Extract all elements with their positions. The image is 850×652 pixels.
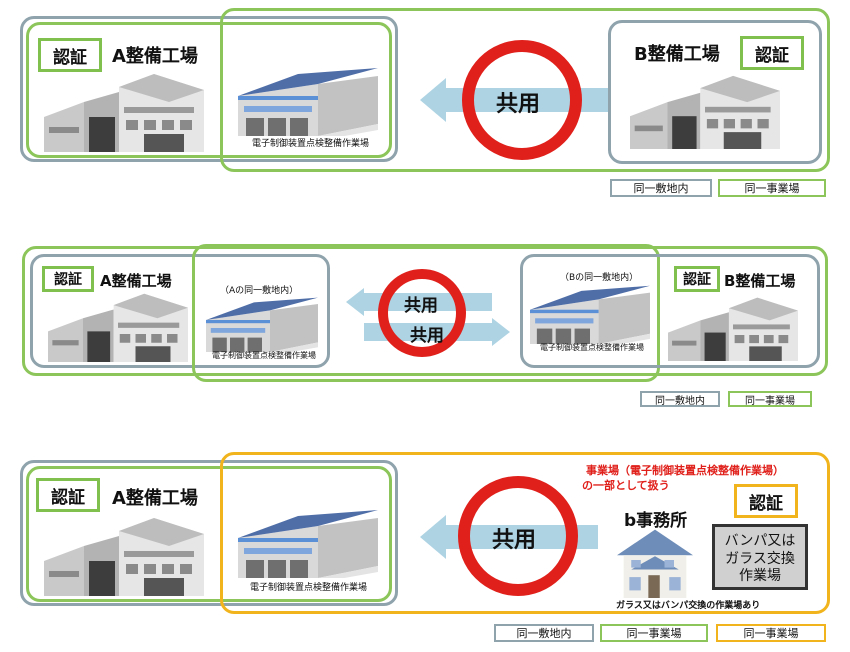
panel2-shop-caption-b: 電子制御装置点検整備作業場 (540, 343, 644, 352)
panel3-outer-a (20, 460, 398, 606)
workshop-building-icon (206, 296, 318, 352)
panel2-ninsho-a: 認証 (42, 266, 94, 292)
glass-box-line3: 作業場 (739, 568, 781, 584)
panel1-gray-b (608, 20, 822, 164)
panel3-legend-same-business-yellow: 同一事業場 (716, 624, 826, 642)
panel2-shared-top: 共用 (404, 296, 438, 316)
panel2-note-b: （Bの同一敷地内） (560, 273, 639, 283)
circle-mark-icon (458, 476, 578, 596)
panel3-title-a: A整備工場 (112, 488, 198, 509)
panel3-house-caption: ガラス又はバンパ交換の作業場あり (616, 601, 761, 611)
circle-mark-icon (462, 40, 582, 160)
panel3-red-note-line1: 事業場（電子制御装置点検整備作業場） (586, 464, 784, 477)
panel3-green-a (26, 466, 392, 602)
panel1-title-a: A整備工場 (112, 46, 198, 67)
panel2-shared-bottom: 共用 (410, 326, 444, 346)
panel3-yellow-shared (220, 452, 830, 614)
panel3-ninsho-b: 認証 (734, 484, 798, 518)
factory-icon (44, 72, 204, 152)
panel2-gray-a (30, 254, 330, 368)
factory-icon (630, 74, 780, 149)
panel2-title-a: A整備工場 (100, 272, 172, 290)
panel2-note-a: （Aの同一敷地内） (220, 286, 299, 296)
panel2-shop-caption-a: 電子制御装置点検整備作業場 (212, 351, 316, 360)
panel1-ninsho-a: 認証 (38, 38, 102, 72)
panel2-green-outer (22, 246, 828, 376)
panel1-green-a (26, 22, 392, 158)
panel1-green-shared (220, 8, 830, 172)
panel2-gray-b (520, 254, 820, 368)
arrow-right-icon (364, 318, 510, 346)
panel2-legend-same-business: 同一事業場 (728, 391, 812, 407)
factory-icon (44, 516, 204, 596)
panel3-ninsho-a: 認証 (36, 478, 100, 512)
panel3-shared-label: 共用 (492, 528, 537, 553)
panel3-red-note-line2: の一部として扱う (582, 479, 670, 492)
panel1-legend-same-site: 同一敷地内 (610, 179, 712, 197)
glass-box-line1: バンパ又は (724, 533, 796, 549)
panel1-shared-label: 共用 (496, 92, 541, 117)
circle-mark-icon (378, 269, 466, 357)
panel2-legend-same-site: 同一敷地内 (640, 391, 720, 407)
workshop-building-icon (238, 508, 378, 578)
panel1-title-b: B整備工場 (634, 44, 720, 65)
panel3-shop-caption: 電子制御装置点検整備作業場 (250, 583, 368, 593)
panel1-shop-caption: 電子制御装置点検整備作業場 (252, 139, 370, 149)
glass-box-line2: ガラス交換 (725, 550, 795, 567)
panel1-legend-same-business: 同一事業場 (718, 179, 826, 197)
workshop-building-icon (530, 284, 650, 344)
panel2-green-shared (192, 244, 660, 382)
workshop-building-icon (238, 66, 378, 136)
panel1-ninsho-b: 認証 (740, 36, 804, 70)
panel3-legend-same-site: 同一敷地内 (494, 624, 594, 642)
factory-icon (668, 296, 798, 361)
panel2-ninsho-b: 認証 (674, 266, 720, 292)
panel3-glass-bumper-box: バンパ又は ガラス交換 作業場 (712, 524, 808, 590)
panel3-legend-same-business: 同一事業場 (600, 624, 708, 642)
panel3-office-title: b事務所 (624, 511, 688, 531)
house-icon (610, 522, 700, 598)
factory-icon (48, 292, 188, 362)
panel2-title-b: B整備工場 (724, 272, 796, 290)
panel1-outer-a (20, 16, 398, 162)
